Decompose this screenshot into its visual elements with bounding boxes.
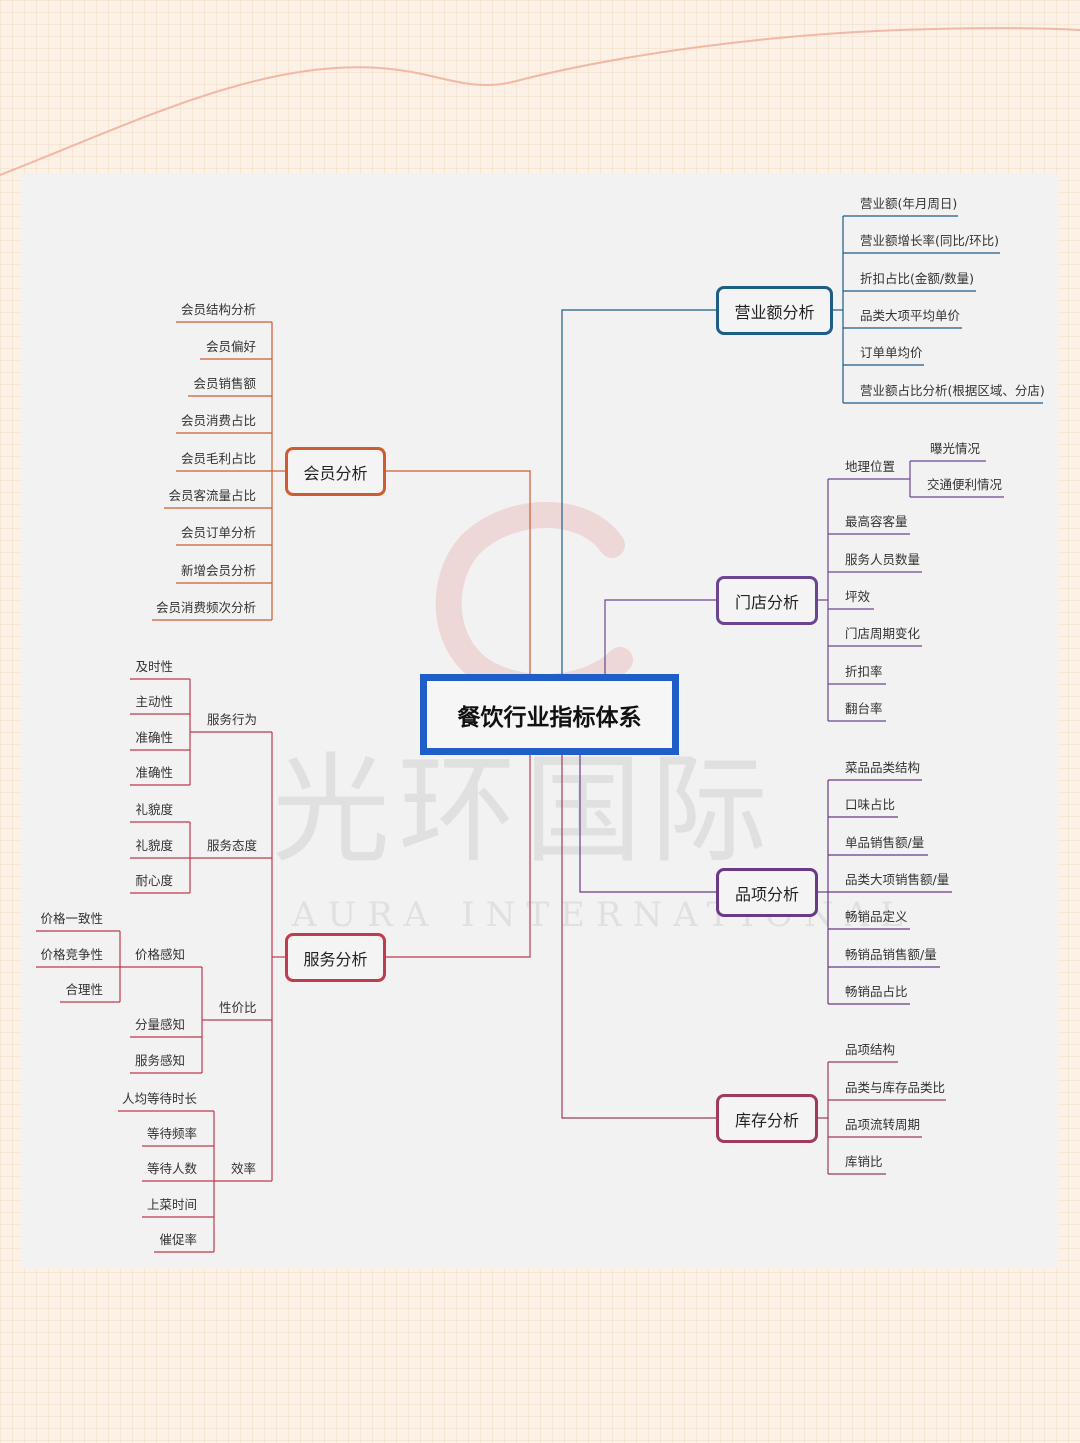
background-curve	[0, 27, 1080, 176]
store-item: 坪效	[845, 589, 871, 604]
service-price-label: 价格感知	[134, 947, 185, 962]
service-efficiency-item: 等待人数	[146, 1161, 197, 1176]
revenue-item: 折扣占比(金额/数量)	[860, 271, 974, 286]
store-location-label: 地理位置	[845, 459, 896, 474]
service-behavior-item: 主动性	[135, 694, 173, 709]
revenue-item: 订单单均价	[860, 345, 923, 360]
service-efficiency-item: 等待频率	[146, 1126, 197, 1141]
member-item: 会员销售额	[193, 376, 256, 391]
member-item: 新增会员分析	[180, 563, 256, 578]
service-behavior-item: 准确性	[135, 765, 173, 780]
inventory-analysis-node: 库存分析	[716, 1094, 818, 1143]
store-location-item: 曝光情况	[930, 441, 981, 456]
service-attitude-item: 礼貌度	[135, 802, 173, 817]
service-efficiency-label: 效率	[231, 1161, 257, 1176]
service-analysis-node: 服务分析	[285, 933, 386, 982]
inventory-item: 库销比	[845, 1154, 883, 1169]
store-analysis-node: 门店分析	[716, 576, 818, 625]
item-analysis-item: 口味占比	[845, 797, 896, 812]
member-item: 会员偏好	[205, 339, 256, 354]
store-location-item: 交通便利情况	[927, 477, 1003, 492]
store-item: 服务人员数量	[845, 552, 921, 567]
member-item: 会员订单分析	[180, 525, 256, 540]
member-item: 会员结构分析	[180, 302, 256, 317]
service-price-item: 合理性	[65, 982, 103, 997]
revenue-item: 营业额增长率(同比/环比)	[860, 233, 999, 248]
member-analysis-node: 会员分析	[285, 447, 386, 496]
service-efficiency-item: 催促率	[159, 1232, 197, 1247]
watermark-chinese: 光环国际	[272, 741, 777, 879]
item-analysis-item: 畅销品定义	[845, 909, 908, 924]
store-item: 门店周期变化	[845, 626, 921, 641]
member-item: 会员消费频次分析	[155, 600, 256, 615]
item-analysis-item: 单品销售额/量	[845, 835, 925, 850]
service-attitude-item: 礼貌度	[135, 838, 173, 853]
item-analysis-item: 畅销品销售额/量	[845, 947, 937, 962]
inventory-item: 品项流转周期	[845, 1117, 921, 1132]
service-price-item: 价格一致性	[40, 911, 103, 926]
item-analysis-item: 畅销品占比	[845, 984, 908, 999]
service-attitude-label: 服务态度	[207, 838, 258, 853]
store-item: 折扣率	[845, 664, 883, 679]
store-item: 翻台率	[845, 701, 883, 716]
member-item: 会员毛利占比	[180, 451, 256, 466]
revenue-item: 营业额占比分析(根据区域、分店)	[860, 383, 1045, 398]
revenue-item: 品类大项平均单价	[860, 308, 961, 323]
service-behavior-label: 服务行为	[207, 712, 258, 727]
item-analysis-item: 菜品品类结构	[845, 760, 921, 775]
service-behavior-item: 及时性	[135, 659, 173, 674]
member-item: 会员消费占比	[180, 413, 256, 428]
service-behavior-item: 准确性	[135, 730, 173, 745]
member-item: 会员客流量占比	[168, 488, 256, 503]
service-portion-label: 分量感知	[134, 1017, 185, 1032]
service-efficiency-item: 人均等待时长	[121, 1091, 197, 1106]
revenue-item: 营业额(年月周日)	[860, 196, 958, 211]
root-node: 餐饮行业指标体系	[420, 674, 679, 755]
revenue-analysis-node: 营业额分析	[716, 286, 833, 335]
service-attitude-item: 耐心度	[135, 873, 173, 888]
service-value-label: 性价比	[219, 1000, 257, 1015]
service-price-item: 价格竞争性	[40, 947, 103, 962]
item-analysis-item: 品类大项销售额/量	[845, 872, 950, 887]
service-perception-label: 服务感知	[134, 1053, 185, 1068]
inventory-item: 品类与库存品类比	[845, 1080, 946, 1095]
root-title: 餐饮行业指标体系	[427, 681, 672, 748]
service-efficiency-item: 上菜时间	[146, 1197, 197, 1212]
store-item: 最高容客量	[845, 514, 908, 529]
item-analysis-node: 品项分析	[716, 868, 818, 917]
inventory-item: 品项结构	[845, 1042, 896, 1057]
